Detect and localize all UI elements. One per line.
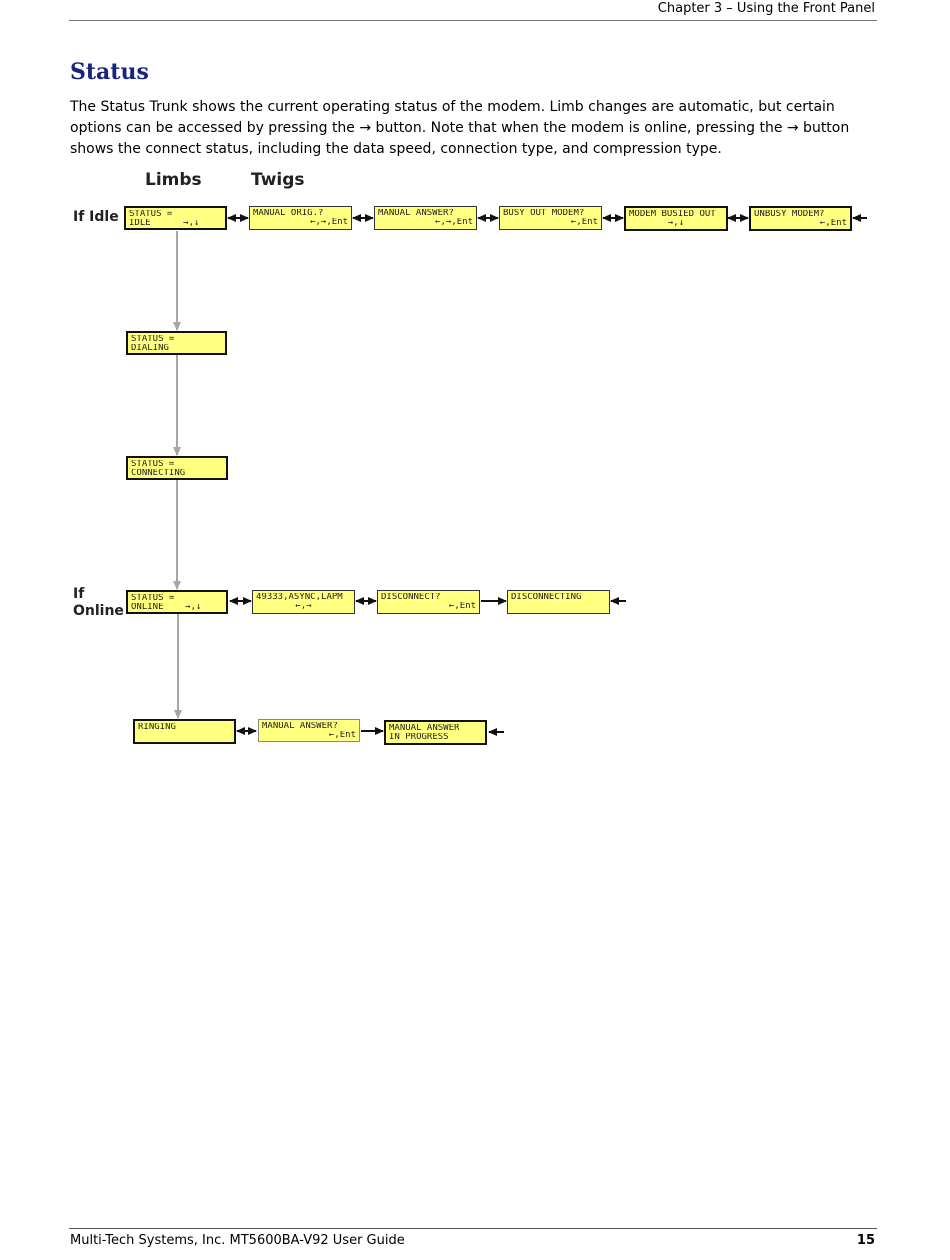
lcd-line: ←,→,Ent (310, 218, 348, 227)
lcd-disconnect-question: DISCONNECT? ←,Ent (377, 590, 480, 614)
lcd-status-idle: STATUS = IDLE →,↓ (124, 206, 227, 230)
lcd-line: ←,Ent (819, 219, 847, 228)
lcd-ringing: RINGING (133, 719, 236, 744)
lcd-line: STATUS = (131, 594, 175, 603)
row-label-idle: If Idle (73, 209, 119, 225)
page-number: 15 (856, 1233, 875, 1248)
page-header: Chapter 3 – Using the Front Panel (69, 0, 877, 21)
footer-document-title: Multi-Tech Systems, Inc. MT5600BA-V92 Us… (70, 1233, 405, 1248)
lcd-status-dialing: STATUS = DIALING (126, 331, 227, 355)
lcd-line: CONNECTING (131, 469, 186, 478)
lcd-connect-info: 49333,ASYNC,LAPM ←,→ (252, 590, 355, 614)
page-footer: Multi-Tech Systems, Inc. MT5600BA-V92 Us… (69, 1228, 877, 1248)
lcd-line: IDLE →,↓ (129, 219, 200, 228)
lcd-line: STATUS = (131, 335, 175, 344)
lcd-manual-answer: MANUAL ANSWER? ←,→,Ent (374, 206, 477, 230)
lcd-line: RINGING (138, 723, 176, 732)
lcd-line: 49333,ASYNC,LAPM (256, 593, 343, 602)
lcd-line: MANUAL ANSWER (389, 724, 460, 733)
lcd-line: UNBUSY MODEM? (754, 210, 825, 219)
lcd-manual-answer-progress: MANUAL ANSWER IN PROGRESS (384, 720, 487, 745)
lcd-line: BUSY OUT MODEM? (503, 209, 585, 218)
lcd-line: STATUS = (129, 210, 173, 219)
lcd-line: DIALING (131, 344, 169, 353)
intro-paragraph: The Status Trunk shows the current opera… (70, 99, 850, 157)
row-label-online-line2: Online (73, 603, 124, 619)
lcd-disconnecting: DISCONNECTING (507, 590, 610, 614)
lcd-status-online: STATUS = ONLINE →,↓ (126, 590, 228, 614)
lcd-line: IN PROGRESS (389, 733, 449, 742)
column-limbs: Limbs (145, 170, 202, 190)
lcd-line: ←,Ent (448, 602, 476, 611)
lcd-status-connecting: STATUS = CONNECTING (126, 456, 228, 480)
lcd-line: ←,Ent (570, 218, 598, 227)
lcd-line: ←,Ent (328, 731, 356, 740)
chapter-title: Chapter 3 – Using the Front Panel (657, 1, 875, 16)
lcd-line: DISCONNECTING (511, 593, 582, 602)
lcd-line: ←,→ (295, 602, 312, 611)
lcd-line: MANUAL ANSWER? (262, 722, 338, 731)
lcd-manual-answer-ring: MANUAL ANSWER? ←,Ent (258, 719, 360, 742)
lcd-unbusy: UNBUSY MODEM? ←,Ent (749, 206, 852, 231)
lcd-line: DISCONNECT? (381, 593, 441, 602)
lcd-manual-orig: MANUAL ORIG.? ←,→,Ent (249, 206, 352, 230)
lcd-modem-busied: MODEM BUSIED OUT →,↓ (624, 206, 728, 231)
row-label-online: If Online (73, 586, 124, 620)
lcd-busy-out: BUSY OUT MODEM? ←,Ent (499, 206, 602, 230)
lcd-line: MODEM BUSIED OUT (629, 210, 716, 219)
lcd-line: ←,→,Ent (435, 218, 473, 227)
section-title: Status (70, 59, 149, 85)
lcd-line: MANUAL ORIG.? (253, 209, 324, 218)
row-label-online-line1: If (73, 586, 85, 602)
lcd-line: ONLINE →,↓ (131, 603, 202, 612)
lcd-line: MANUAL ANSWER? (378, 209, 454, 218)
lcd-line: →,↓ (667, 219, 685, 228)
column-twigs: Twigs (251, 170, 305, 190)
lcd-line: STATUS = (131, 460, 175, 469)
